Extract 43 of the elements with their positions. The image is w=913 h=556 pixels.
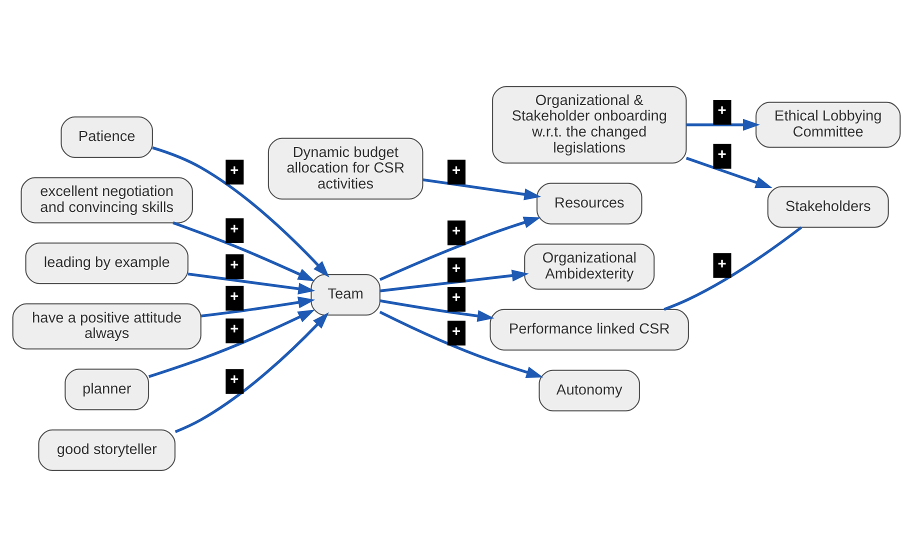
node-box: Organizational & Stakeholder onboarding w.r.t. the changed legislations (492, 85, 687, 164)
node-box: Patience (60, 116, 154, 158)
edge-label: + (230, 256, 239, 273)
node-box: Organizational Ambidexterity (524, 243, 655, 290)
edge-label: + (718, 146, 726, 163)
node-box: Team (310, 274, 380, 316)
node-box: Resources (536, 182, 642, 224)
arrow (188, 272, 316, 294)
node-box: Autonomy (538, 369, 640, 411)
arrow (380, 269, 529, 292)
arrow (686, 156, 772, 188)
node-box: good storyteller (38, 428, 176, 471)
arrow (379, 310, 544, 378)
arrow (172, 220, 315, 281)
node-box: Performance linked CSR (490, 308, 690, 350)
edge-label: + (452, 260, 461, 276)
node-box: Ethical Lobbying Committee (755, 101, 901, 148)
edge-label: + (230, 321, 239, 338)
arrow (379, 216, 541, 280)
node-box: Dynamic budget allocation for CSR activities (268, 137, 424, 200)
node-box: planner (64, 368, 150, 410)
edge-label: + (452, 290, 461, 306)
edge-label: + (230, 288, 239, 304)
edge-label: + (718, 256, 726, 272)
edge-label: + (230, 220, 239, 237)
arrow (380, 298, 494, 322)
node-box: leading by example (25, 242, 188, 284)
node-box: excellent negotiation and convincing skills (20, 176, 193, 223)
edge-label: + (452, 162, 461, 178)
edge-label: + (230, 162, 239, 178)
arrow (686, 118, 760, 130)
arrow (174, 312, 329, 433)
edge-label: + (718, 102, 726, 119)
node-box: Stakeholders (767, 186, 889, 228)
edge-label: + (452, 223, 461, 240)
arrow (152, 146, 330, 277)
edge-label: + (230, 372, 239, 388)
arrow (422, 178, 542, 200)
connector (664, 226, 802, 310)
edge-label: + (452, 323, 461, 340)
arrow (200, 296, 316, 317)
node-box: have a positive attitude always (12, 302, 202, 349)
arrow (148, 309, 315, 378)
